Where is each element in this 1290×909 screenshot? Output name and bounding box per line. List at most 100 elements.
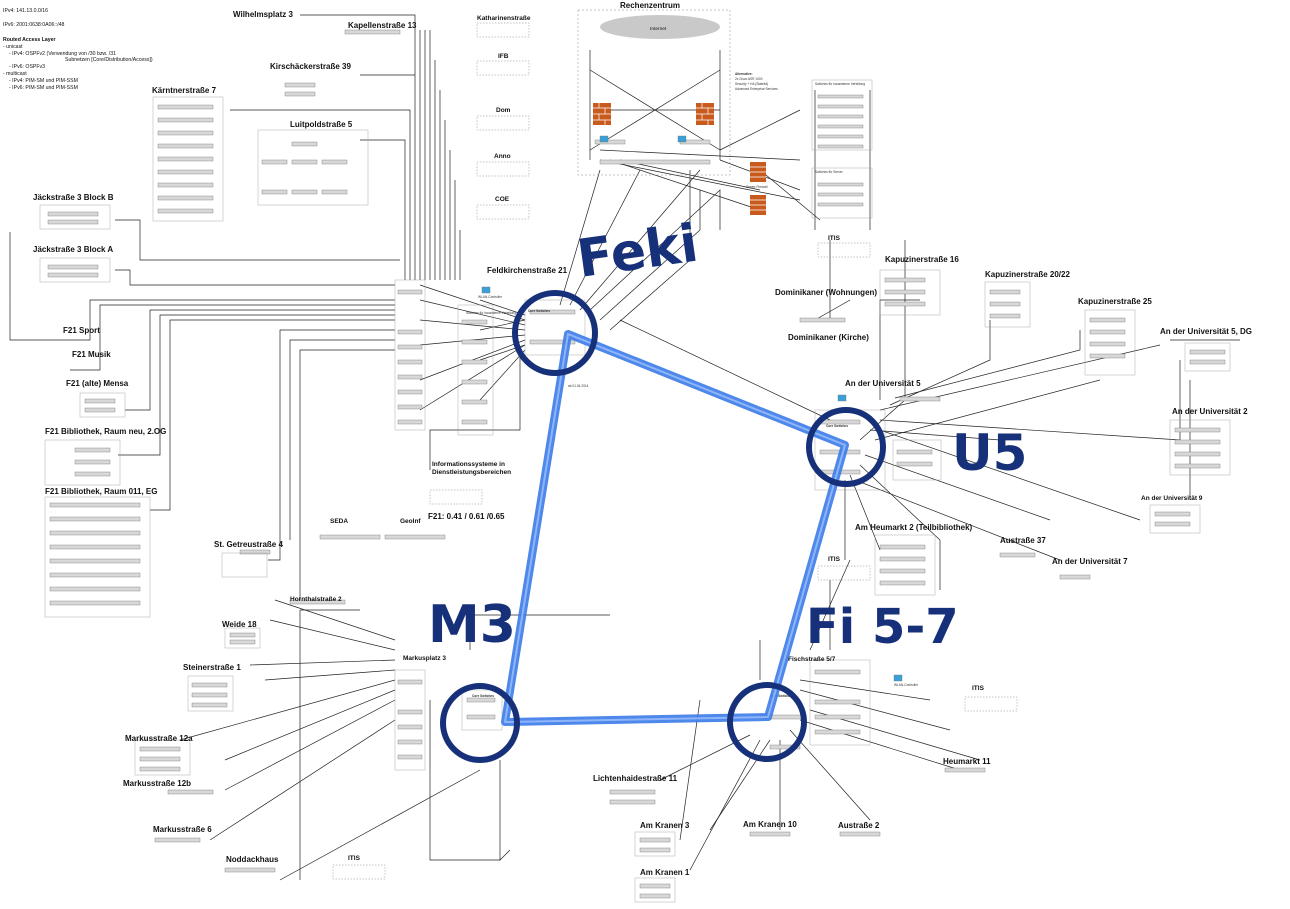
core-labels: Feki U5 M3 Fi 5-7 bbox=[428, 214, 1027, 655]
rz-security: Security + HA (Stateful) bbox=[735, 82, 768, 86]
site-anderuni2: An der Universität 2 bbox=[1172, 407, 1248, 416]
site-wilhelmsplatz: Wilhelmsplatz 3 bbox=[233, 10, 293, 19]
site-lichtenhaid: Lichtenhaidestraße 11 bbox=[593, 774, 678, 783]
site-itis-bottom: ITIS bbox=[348, 855, 361, 862]
site-noddack: Noddackhaus bbox=[226, 855, 279, 864]
site-f21bib2: F21 Bibliothek, Raum neu, 2.OG bbox=[45, 427, 166, 436]
site-labels: Wilhelmsplatz 3 Kapellenstraße 13 Kathar… bbox=[33, 10, 1252, 877]
site-kaerntner: Kärntnerstraße 7 bbox=[152, 86, 217, 95]
site-itis-right: ITIS bbox=[972, 685, 985, 692]
site-feldkirchen: Feldkirchenstraße 21 bbox=[487, 266, 568, 275]
site-austr2: Austraße 2 bbox=[838, 821, 880, 830]
rz-cisco: 2x Cisco ASR 1000 bbox=[735, 77, 763, 81]
m3-core-circle bbox=[440, 683, 520, 763]
internet-label: Internet bbox=[650, 26, 667, 32]
site-austr37: Austraße 37 bbox=[1000, 536, 1046, 545]
site-hornthal: Hornthalstraße 2 bbox=[290, 596, 342, 603]
fi-wlan-label: WLAN-Controller bbox=[894, 683, 919, 687]
legend: IPv4: 141.13.0.0/16 IPv6: 2001:0638:0A06… bbox=[3, 8, 153, 91]
site-dominikaner-k: Dominikaner (Kirche) bbox=[788, 333, 869, 342]
legend-ipv6: IPv6: 2001:0638:0A06::/48 bbox=[3, 22, 65, 28]
firewall-left bbox=[593, 103, 611, 125]
rechenzentrum-block: Rechenzentrum Internet Server-Firewall A… bbox=[577, 1, 873, 219]
site-kapuziner25: Kapuzinerstraße 25 bbox=[1078, 297, 1152, 306]
site-ifb: IFB bbox=[498, 53, 509, 60]
site-f21musik: F21 Musik bbox=[72, 350, 111, 359]
site-amkranen1: Am Kranen 1 bbox=[640, 868, 690, 877]
site-kapuziner2022: Kapuzinerstraße 20/22 bbox=[985, 270, 1070, 279]
site-seda: SEDA bbox=[330, 518, 348, 525]
fi57-core-circle bbox=[727, 682, 807, 762]
core-nodes bbox=[440, 290, 886, 763]
site-katharinenstrasse: Katharinenstraße bbox=[477, 15, 531, 22]
site-f21sport: F21 Sport bbox=[63, 326, 100, 335]
site-markus12b: Markusstraße 12b bbox=[123, 779, 191, 788]
site-infosys: Informationssysteme in Dienstleistungsbe… bbox=[432, 461, 511, 476]
site-markusplatz: Markusplatz 3 bbox=[403, 655, 446, 662]
site-f21val: F21: 0.41 / 0.61 /0.65 bbox=[428, 512, 505, 521]
core-label-fi57: Fi 5-7 bbox=[806, 599, 959, 655]
site-heumarkt11: Heumarkt 11 bbox=[943, 757, 991, 766]
rz-switches-server: Switches für Server bbox=[815, 170, 844, 174]
fi-core-switches-label: Core Switches bbox=[770, 694, 792, 698]
feki-core-circle bbox=[512, 290, 598, 376]
legend-ipv4: IPv4: 141.13.0.0/16 bbox=[3, 8, 48, 14]
legend-routed: Routed Access Layer bbox=[3, 37, 56, 43]
rz-services: Advanced Enterprise Services bbox=[735, 87, 778, 91]
core-label-u5: U5 bbox=[952, 424, 1027, 482]
site-kapuziner16: Kapuzinerstraße 16 bbox=[885, 255, 959, 264]
core-ring bbox=[501, 330, 849, 726]
site-steiner: Steinerstraße 1 bbox=[183, 663, 241, 672]
u5-core-circle bbox=[806, 407, 886, 487]
small-annotations: Core Switches Core Switches Core Switche… bbox=[466, 295, 919, 698]
site-luitpold: Luitpoldstraße 5 bbox=[290, 120, 353, 129]
feki-wlan-label: WLAN-Controller bbox=[478, 295, 503, 299]
switch-stacks bbox=[39, 29, 1231, 903]
site-f21bibeg: F21 Bibliothek, Raum 011, EG bbox=[45, 487, 157, 496]
site-geoinf: GeoInf bbox=[400, 518, 421, 525]
firewall-right bbox=[696, 103, 714, 125]
feki-switches-verteilung: Switches für hausinterne Verteilung bbox=[466, 311, 516, 315]
site-rechenzentrum: Rechenzentrum bbox=[620, 1, 680, 10]
site-amkranen3: Am Kranen 3 bbox=[640, 821, 690, 830]
internet-cloud bbox=[600, 15, 720, 39]
site-dominikaner-w: Dominikaner (Wohnungen) bbox=[775, 288, 877, 297]
site-anno: Anno bbox=[494, 153, 511, 160]
site-kapellenstrasse: Kapellenstraße 13 bbox=[348, 21, 417, 30]
core-label-feki: Feki bbox=[573, 214, 701, 290]
site-kirschaecker: Kirschäckerstraße 39 bbox=[270, 62, 351, 71]
server-firewall-bottom bbox=[750, 195, 766, 215]
core-date-label: ab 01.04.2014 bbox=[568, 384, 589, 388]
site-amkranen10: Am Kranen 10 bbox=[743, 820, 797, 829]
feki-core-switches-label: Core Switches bbox=[528, 309, 550, 313]
site-fisch57: Fischstraße 5/7 bbox=[788, 656, 836, 663]
rz-alternative: Alternative: bbox=[735, 72, 753, 76]
legend-ipv6-ospf: - IPv6: OSPFv3 bbox=[9, 64, 45, 70]
site-weide: Weide 18 bbox=[222, 620, 257, 629]
u5-core-switches-label: Core Switches bbox=[826, 424, 848, 428]
site-markus12a: Markusstraße 12a bbox=[125, 734, 193, 743]
site-f21mensa: F21 (alte) Mensa bbox=[66, 379, 129, 388]
site-heumarkt2: Am Heumarkt 2 (Teilbibliothek) bbox=[855, 523, 973, 532]
site-anderuni5: An der Universität 5 bbox=[845, 379, 921, 388]
rz-switches-verteilung: Switches für hausinterne Verteilung bbox=[815, 82, 865, 86]
legend-ipv6-pim: - IPv6: PIM-SM und PIM-SSM bbox=[9, 85, 78, 91]
legend-unicast: - unicast bbox=[3, 44, 23, 50]
legend-ipv4-pim: - IPv4: PIM-SM und PIM-SSM bbox=[9, 78, 78, 84]
legend-multicast: - multicast bbox=[3, 71, 27, 77]
core-label-m3: M3 bbox=[428, 595, 516, 655]
legend-ipv4-ospf: - IPv4: OSPFv2 (Verwendung von /30 bzw. … bbox=[9, 51, 116, 57]
site-itis-top: ITIS bbox=[828, 235, 841, 242]
site-anderuni7: An der Universität 7 bbox=[1052, 557, 1128, 566]
site-coe: COE bbox=[495, 196, 510, 203]
site-dom: Dom bbox=[496, 107, 511, 114]
server-firewall-label: Server-Firewall bbox=[746, 185, 768, 189]
site-anderuni9: An der Universität 9 bbox=[1141, 495, 1203, 502]
site-stgetreu: St. Getreustraße 4 bbox=[214, 540, 283, 549]
site-jaeck-a: Jäckstraße 3 Block A bbox=[33, 245, 113, 254]
site-jaeck-b: Jäckstraße 3 Block B bbox=[33, 193, 114, 202]
site-markus6: Markusstraße 6 bbox=[153, 825, 212, 834]
legend-ipv4-ospf2: Subnetzen [Core/Distribution/Access]) bbox=[65, 57, 153, 63]
